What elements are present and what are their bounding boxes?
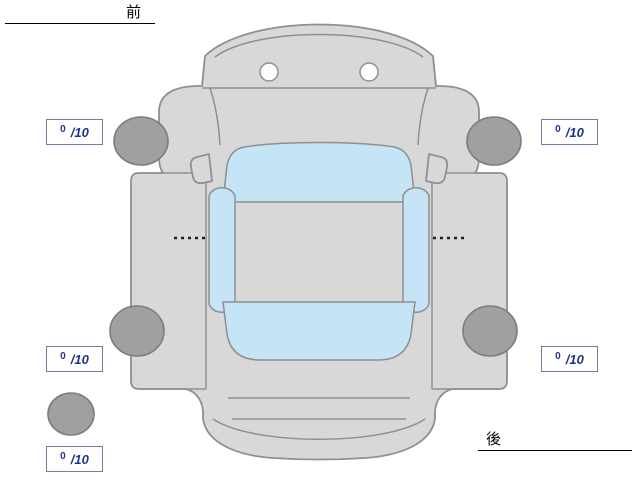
tire-rear-right-icon bbox=[462, 305, 518, 357]
car-body bbox=[130, 23, 508, 461]
tire-score-front-left[interactable]: 0 /10 bbox=[46, 119, 103, 145]
tire-score-denominator: /10 bbox=[565, 124, 584, 140]
tire-score-spare[interactable]: 0 /10 bbox=[46, 446, 103, 472]
windshield bbox=[222, 141, 416, 203]
rear-label-text: 後 bbox=[486, 431, 502, 448]
panel-seam-lines bbox=[139, 33, 499, 440]
tire-front-left-icon bbox=[113, 116, 169, 166]
tire-score-value: 0 bbox=[555, 350, 561, 362]
tire-score-rear-right[interactable]: 0 /10 bbox=[541, 346, 598, 372]
tire-score-denominator: /10 bbox=[70, 124, 89, 140]
tire-front-right-icon bbox=[466, 116, 522, 166]
side-window-right bbox=[402, 187, 430, 313]
headlight-left-icon bbox=[259, 62, 279, 82]
tire-score-denominator: /10 bbox=[70, 351, 89, 367]
tire-score-value: 0 bbox=[60, 350, 66, 362]
tire-score-denominator: /10 bbox=[70, 451, 89, 467]
rear-window bbox=[222, 301, 416, 361]
tire-score-value: 0 bbox=[60, 450, 66, 462]
front-direction-label: 前 bbox=[5, 2, 155, 24]
headlight-right-icon bbox=[359, 62, 379, 82]
mirror-left-icon bbox=[189, 153, 213, 185]
tire-score-front-right[interactable]: 0 /10 bbox=[541, 119, 598, 145]
front-label-text: 前 bbox=[125, 4, 141, 21]
side-window-left bbox=[208, 187, 236, 313]
tire-rear-left-icon bbox=[109, 305, 165, 357]
rear-direction-label: 後 bbox=[478, 429, 632, 451]
tire-score-rear-left[interactable]: 0 /10 bbox=[46, 346, 103, 372]
tire-score-value: 0 bbox=[555, 123, 561, 135]
spare-tire-icon bbox=[47, 392, 95, 436]
tire-score-value: 0 bbox=[60, 123, 66, 135]
mirror-right-icon bbox=[425, 153, 449, 185]
tire-score-denominator: /10 bbox=[565, 351, 584, 367]
